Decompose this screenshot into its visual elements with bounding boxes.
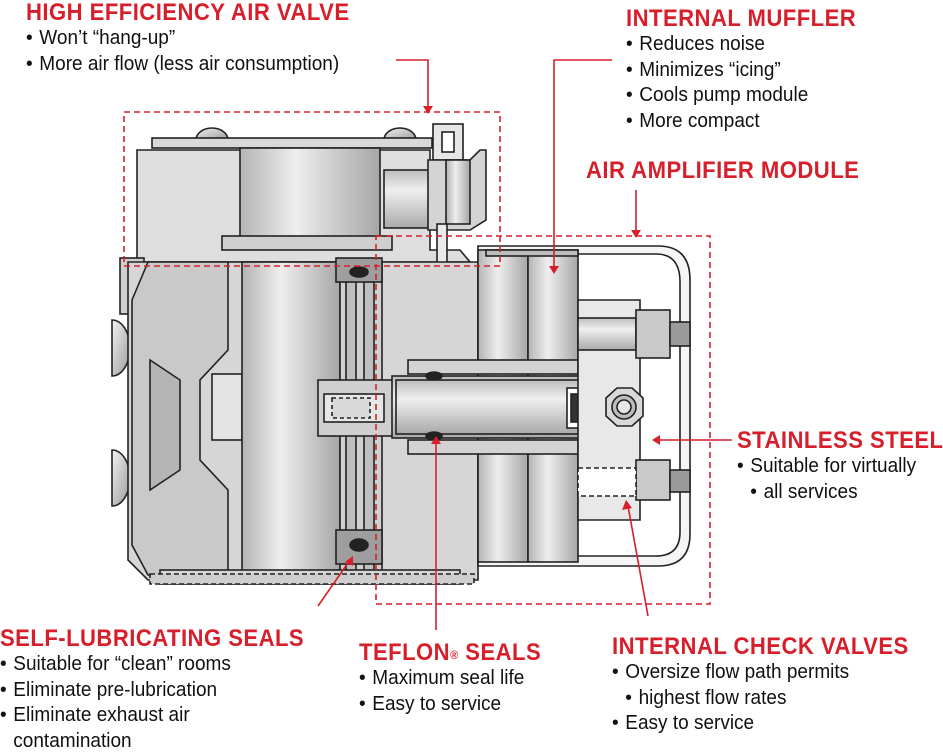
arrowhead-muffler: [549, 266, 559, 274]
callout-title: STAINLESS STEEL: [737, 427, 943, 454]
air-valve-outline: [123, 111, 501, 267]
callout-muffler: INTERNAL MUFFLER Reduces noise Minimizes…: [626, 6, 876, 134]
arrowhead-amplifier: [631, 230, 641, 238]
arrowhead-teflon: [431, 436, 441, 444]
callout-self-lub: SELF-LUBRICATING SEALS Suitable for “cle…: [0, 626, 331, 754]
arrowhead-air-valve: [423, 106, 433, 114]
arrowheads: [345, 106, 660, 566]
bullet-item: Maximum seal life: [359, 666, 547, 692]
bullet-item: More compact: [626, 109, 864, 135]
bullet-item: More air flow (less air consumption): [26, 52, 360, 78]
bullet-list: Won’t “hang-up” More air flow (less air …: [26, 26, 378, 77]
bullet-text: highest flow rates: [638, 686, 787, 709]
arrowhead-self-lub: [345, 556, 353, 566]
bullet-item: Easy to service: [359, 692, 547, 718]
bullet-item-continuation: all services: [737, 480, 943, 506]
callout-title: INTERNAL CHECK VALVES: [612, 633, 909, 660]
title-suffix: SEALS: [458, 639, 542, 666]
bullet-item: Eliminate pre-lubrication: [0, 678, 314, 704]
bullet-list: Oversize flow path permits highest flow …: [612, 660, 935, 737]
bullet-list: Suitable for virtually all services: [737, 454, 943, 505]
registered-mark: ®: [450, 648, 459, 662]
title-text: TEFLON: [359, 639, 451, 666]
leader-muffler: [553, 59, 612, 268]
callout-title: TEFLON® SEALS: [359, 640, 541, 666]
callout-air-valve: HIGH EFFICIENCY AIR VALVE Won’t “hang-up…: [26, 0, 378, 77]
bullet-list: Maximum seal life Easy to service: [359, 666, 557, 717]
arrowhead-stainless: [652, 435, 660, 445]
bullet-list: Suitable for “clean” rooms Eliminate pre…: [0, 652, 331, 754]
pump-body: [111, 257, 479, 585]
callout-leaders: [123, 59, 732, 630]
bullet-text: all services: [763, 480, 858, 503]
bullet-item: Oversize flow path permits: [612, 660, 918, 686]
bullet-item-continuation: highest flow rates: [612, 686, 918, 712]
bullet-item: Eliminate exhaust air contamination: [0, 703, 222, 754]
bullet-item: Minimizes “icing”: [626, 58, 864, 84]
callout-check-valves: INTERNAL CHECK VALVES Oversize flow path…: [612, 634, 935, 737]
bullet-item: Reduces noise: [626, 32, 864, 58]
bullet-item: Cools pump module: [626, 83, 864, 109]
bullet-list: Reduces noise Minimizes “icing” Cools pu…: [626, 32, 876, 134]
bullet-item: Suitable for virtually: [737, 454, 943, 480]
callout-title: SELF-LUBRICATING SEALS: [0, 625, 305, 652]
bullet-item: Easy to service: [612, 711, 918, 737]
amplifier-module: [391, 245, 691, 567]
callout-stainless: STAINLESS STEEL Suitable for virtually a…: [737, 428, 943, 505]
leader-self-lub: [317, 559, 351, 607]
leader-air-valve: [396, 59, 429, 108]
arrowhead-check-valves: [622, 500, 632, 510]
callout-title: INTERNAL MUFFLER: [626, 5, 857, 32]
air-valve-assembly: [136, 123, 487, 269]
callout-teflon: TEFLON® SEALS Maximum seal life Easy to …: [359, 640, 557, 717]
bullet-item: Won’t “hang-up”: [26, 26, 360, 52]
callout-title: HIGH EFFICIENCY AIR VALVE: [26, 0, 350, 26]
amplifier-module-outline: [375, 235, 711, 605]
callout-title: AIR AMPLIFIER MODULE: [586, 157, 860, 184]
callout-amplifier: AIR AMPLIFIER MODULE: [586, 158, 883, 184]
bullet-item: Suitable for “clean” rooms: [0, 652, 314, 678]
leader-check-valves: [627, 505, 649, 617]
